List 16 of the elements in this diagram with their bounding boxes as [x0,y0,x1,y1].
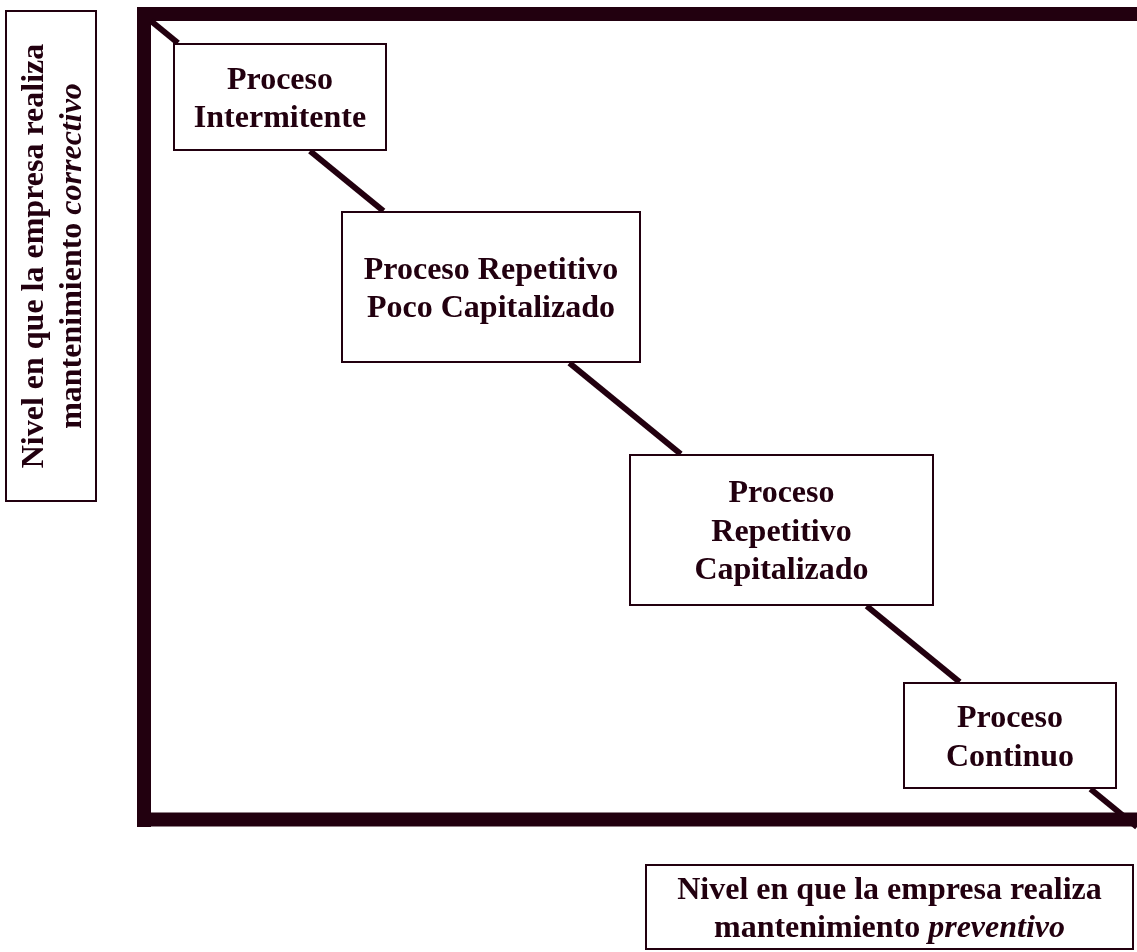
label-text: Proceso Intermitente [192,58,368,136]
label-text: Proceso Repetitivo Poco Capitalizado [362,248,620,326]
connector-line [149,18,180,46]
process-box [341,211,641,363]
axis-label-box [5,10,97,502]
connector-line [308,148,386,214]
process-box [629,454,934,606]
label-text: Proceso Repetitivo Capitalizado [693,472,870,588]
axis-label-box [645,864,1134,950]
connector-line [567,360,683,457]
label-text: Nivel en que la empresa realiza mantenimiento preventivo [676,868,1103,946]
connector-line [1088,786,1137,830]
connector-line [864,603,962,685]
process-box [903,682,1117,789]
label-text: Proceso Continuo [944,697,1075,774]
process-box [173,43,387,151]
